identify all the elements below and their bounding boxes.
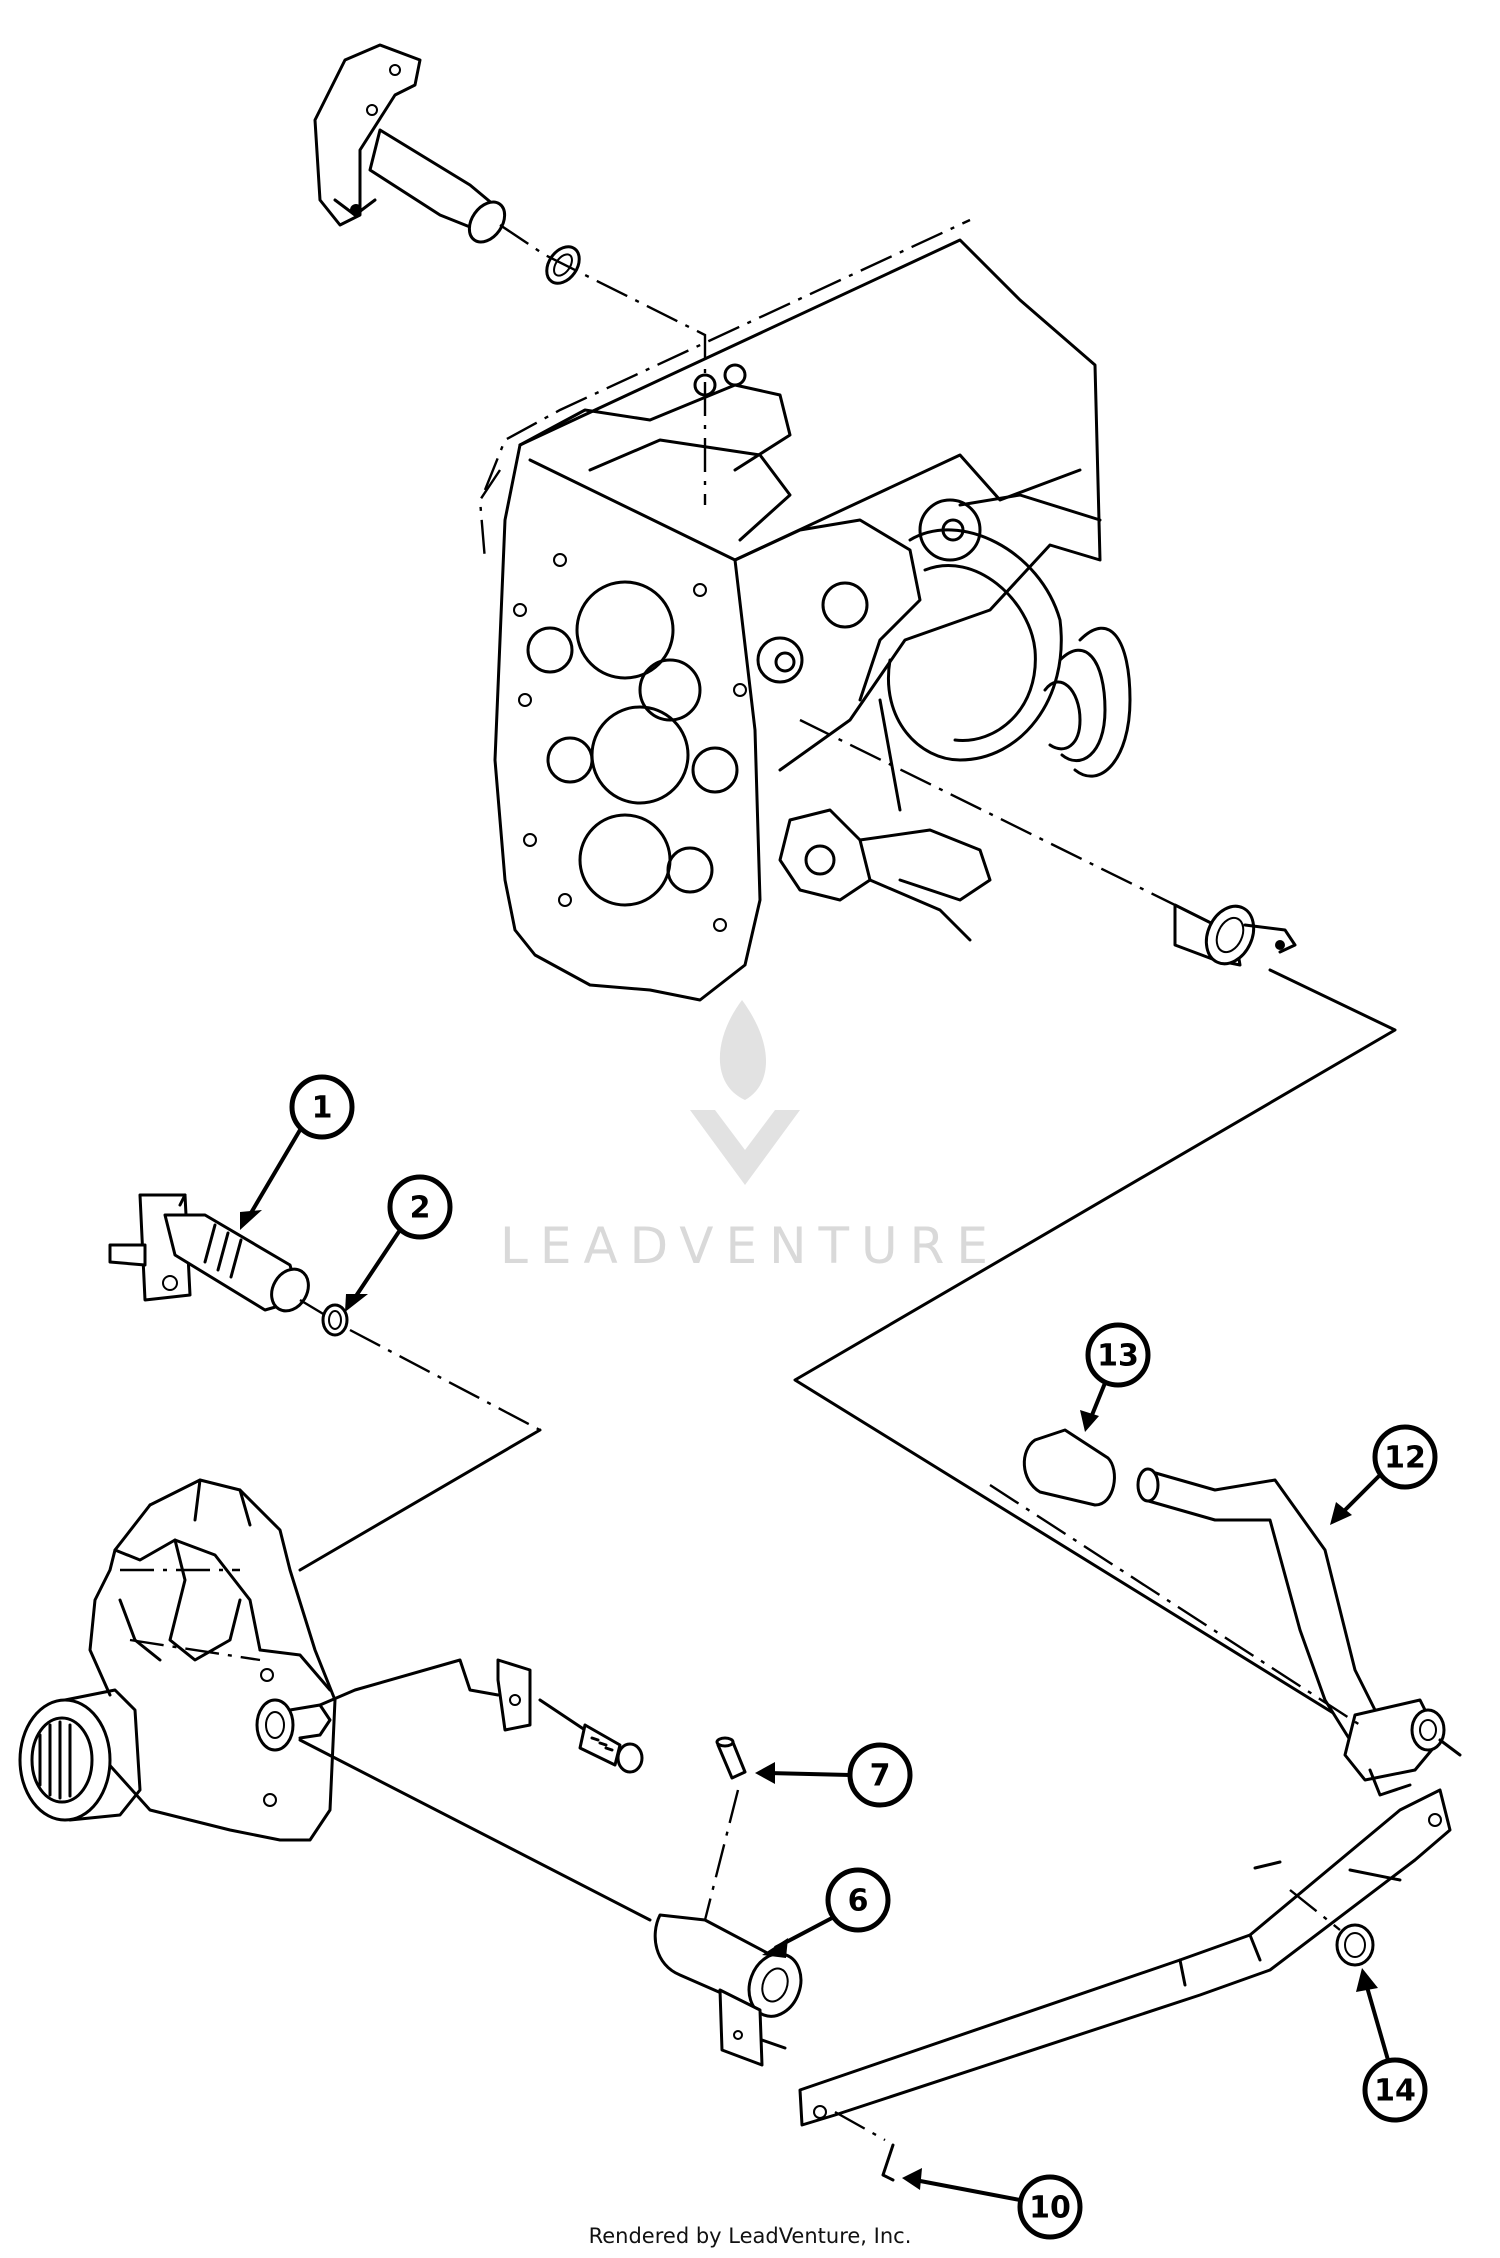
bushing-leader-2 [793, 968, 1397, 1747]
part-7-pin [715, 1736, 747, 1780]
shaft-leader-2 [298, 1428, 542, 1572]
callout-13: 13 [1080, 1322, 1151, 1432]
shaft-leader [299, 1298, 541, 1432]
transmission-housing [18, 1478, 337, 1842]
svg-text:14: 14 [1374, 2074, 1416, 2109]
part-13-knob [1022, 1428, 1116, 1507]
part-2-o-ring [321, 1303, 349, 1337]
long-shaft-line [298, 1738, 652, 1922]
callout-12: 12 [1330, 1424, 1438, 1525]
bushing-leader [799, 718, 1176, 907]
top-shaft-assembly [313, 43, 581, 285]
part-12-lever [1136, 1467, 1462, 1797]
watermark-text: LEADVENTURE [500, 1217, 1000, 1275]
linkage-bar [798, 1788, 1452, 2127]
leadventure-watermark: LEADVENTURE [500, 1000, 1000, 1275]
top-shaft-leader [499, 224, 707, 505]
callout-1: 1 [240, 1074, 355, 1230]
callout-6: 6 [762, 1867, 891, 1958]
clip-leader [1289, 1889, 1341, 1931]
engine-block [478, 218, 1132, 1002]
cover-plate-and-bolt [496, 1658, 644, 1774]
part-10-cotter-pin [834, 2110, 895, 2182]
callout-14: 14 [1356, 1968, 1428, 2123]
svg-text:1: 1 [312, 1091, 333, 1126]
svg-text:13: 13 [1097, 1339, 1139, 1374]
part-14-clip-ring [1335, 1923, 1375, 1967]
callout-10: 10 [902, 2168, 1083, 2240]
pin-leader [703, 1789, 740, 1921]
callout-2: 2 [345, 1174, 453, 1312]
plate-leader [318, 1658, 500, 1707]
callout-7: 7 [755, 1742, 913, 1808]
lever-leader [989, 1483, 1361, 1727]
part-1-shaft [108, 1193, 310, 1313]
svg-text:6: 6 [848, 1884, 869, 1919]
part-6-bushing [653, 1913, 803, 2067]
svg-text:2: 2 [410, 1191, 431, 1226]
svg-text:7: 7 [870, 1759, 891, 1794]
front-plate-holes [513, 553, 747, 932]
svg-text:12: 12 [1384, 1441, 1426, 1476]
shaft-bushing-upper [1173, 903, 1297, 967]
svg-text:10: 10 [1029, 2191, 1071, 2226]
footer-credit: Rendered by LeadVenture, Inc. [588, 2224, 912, 2248]
